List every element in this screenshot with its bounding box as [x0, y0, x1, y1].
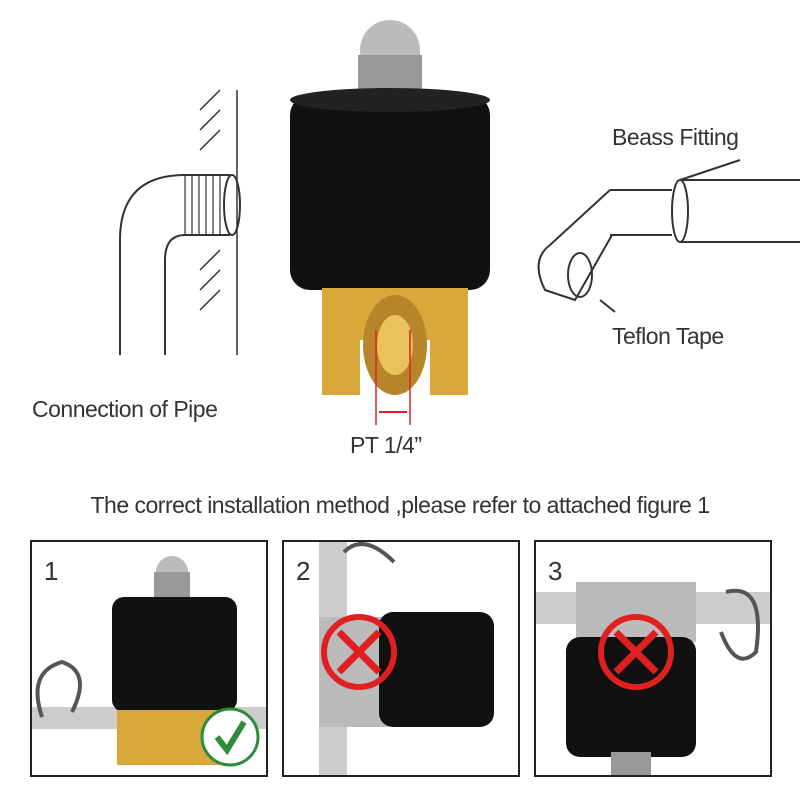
panel-number: 3 — [548, 556, 563, 586]
fitting-label: Beass Fitting — [612, 124, 739, 150]
panel-number: 2 — [296, 556, 311, 586]
cross-icon — [598, 614, 674, 690]
panel-correct: 1 — [30, 540, 268, 777]
solenoid-valve — [290, 20, 490, 425]
check-icon — [200, 707, 260, 767]
wall-hatch — [199, 89, 238, 355]
connection-label: Connection of Pipe — [32, 396, 218, 422]
brass-fitting-sketch — [537, 159, 800, 313]
elbow-pipe — [119, 174, 241, 355]
panel-wrong-2: 2 — [282, 540, 520, 777]
cross-icon — [321, 614, 397, 690]
instruction-text: The correct installation method ,please … — [90, 492, 710, 518]
tape-label: Teflon Tape — [612, 323, 724, 349]
panel-number: 1 — [44, 556, 59, 586]
top-illustration — [119, 20, 800, 425]
panel-wrong-3: 3 — [534, 540, 772, 777]
port-size-label: PT 1/4” — [350, 432, 422, 458]
